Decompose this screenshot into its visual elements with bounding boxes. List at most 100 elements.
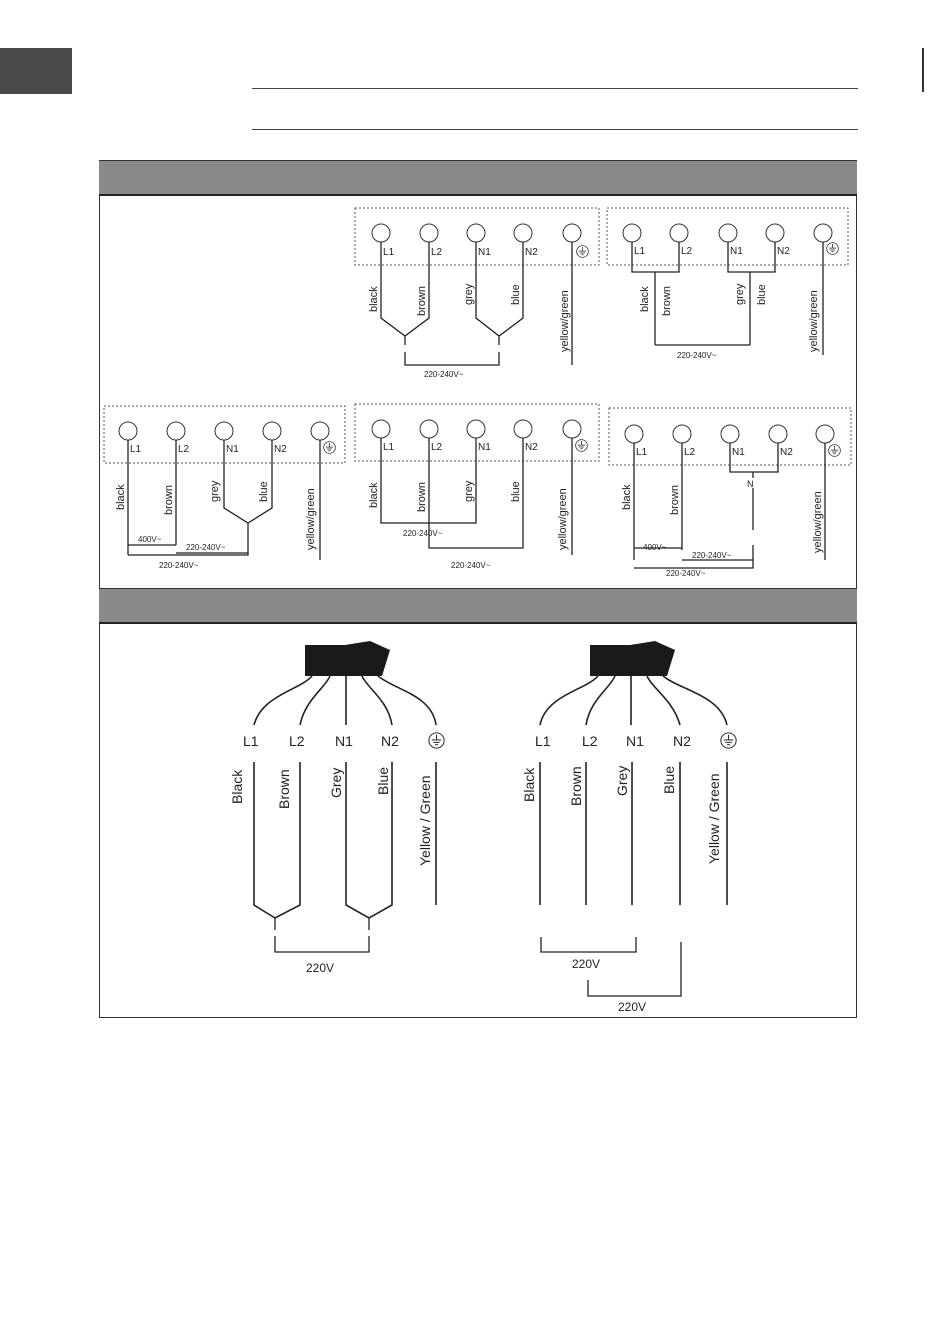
label-n2: N2: [780, 447, 793, 458]
earth-icon: [720, 732, 737, 749]
wire-grey: grey: [463, 480, 475, 502]
terminal-block-box: [354, 403, 600, 462]
label-l2: L2: [289, 733, 305, 749]
voltage-220-240: 220-240V~: [159, 561, 199, 570]
terminal-l1: [371, 419, 391, 439]
label-l2: L2: [431, 247, 443, 258]
wire-yellow-green: yellow/green: [812, 491, 824, 553]
terminal-pe: [813, 223, 833, 243]
label-n2: N2: [673, 733, 691, 749]
voltage-220-240: 220-240V~: [186, 543, 226, 552]
terminal-pe: [562, 419, 582, 439]
cable-diagram-b: L1 L2 N1 N2 Black Brown Grey Blue Yellow…: [521, 641, 737, 1014]
wire-yellow-green: yellow/green: [305, 488, 317, 550]
terminal-l1: [371, 223, 391, 243]
terminal-n1: [466, 419, 486, 439]
label-n2: N2: [274, 444, 287, 455]
diagram-1: L1 L2 N1 N2 black brown grey blue yellow…: [354, 207, 600, 379]
wire-brown: brown: [416, 286, 428, 316]
label-n1: N1: [730, 246, 743, 257]
earth-icon: [576, 245, 589, 258]
cable-diagram-a: L1 L2 N1 N2 Black Brown Grey Blue Yellow…: [229, 641, 445, 975]
label-n1: N1: [335, 733, 353, 749]
wire-brown: Brown: [568, 766, 584, 806]
terminal-l2: [419, 223, 439, 243]
diagram-4: L1 L2 N1 N2 black brown grey blue yellow…: [354, 403, 600, 570]
label-l1: L1: [383, 247, 395, 258]
wire-grey: grey: [734, 283, 746, 305]
terminal-l1: [118, 421, 138, 441]
voltage-220: 220V: [572, 957, 600, 971]
voltage-220-240: 220-240V~: [692, 551, 732, 560]
label-n2: N2: [381, 733, 399, 749]
wire-blue: blue: [510, 481, 522, 502]
terminal-l1: [624, 424, 644, 444]
label-l2: L2: [582, 733, 598, 749]
label-l1: L1: [383, 442, 395, 453]
rule-bottom: [252, 129, 858, 130]
terminal-l2: [672, 424, 692, 444]
terminal-n2: [262, 421, 282, 441]
diagram-2: L1 L2 N1 N2 black brown grey blue yellow…: [606, 207, 849, 360]
crop-mark: [922, 48, 924, 92]
wire-grey: grey: [209, 480, 221, 502]
voltage-220: 220V: [618, 1000, 646, 1014]
wire-yellow-green: Yellow / Green: [417, 775, 433, 866]
terminal-n1: [718, 223, 738, 243]
cable-plug-icon: [305, 641, 390, 676]
terminal-l1: [622, 223, 642, 243]
terminal-n1: [214, 421, 234, 441]
label-n1: N1: [226, 444, 239, 455]
label-n2: N2: [525, 247, 538, 258]
terminal-pe: [815, 424, 835, 444]
wire-brown: brown: [163, 485, 175, 515]
wire-blue: blue: [510, 284, 522, 305]
cable-plug-icon: [590, 641, 675, 676]
label-n: N: [747, 479, 754, 489]
wire-yellow-green: Yellow / Green: [706, 773, 722, 864]
earth-icon: [828, 444, 841, 457]
wire-black: black: [368, 482, 380, 508]
wire-blue: blue: [258, 481, 270, 502]
terminal-l2: [166, 421, 186, 441]
wire-brown: brown: [661, 286, 673, 316]
label-n2: N2: [525, 442, 538, 453]
terminal-pe: [310, 421, 330, 441]
wire-blue: Blue: [375, 767, 391, 795]
voltage-220-240: 220-240V~: [403, 529, 443, 538]
voltage-220: 220V: [306, 961, 334, 975]
terminal-block-box: [606, 207, 849, 266]
diagram-3: L1 L2 N1 N2 black brown grey blue yellow…: [103, 405, 346, 570]
voltage-220-240: 220-240V~: [677, 351, 717, 360]
terminal-n1: [720, 424, 740, 444]
wire-brown: brown: [669, 485, 681, 515]
earth-icon: [323, 441, 336, 454]
earth-icon: [575, 439, 588, 452]
wire-black: Black: [229, 769, 245, 804]
label-n1: N1: [732, 447, 745, 458]
wire-grey: Grey: [614, 766, 630, 796]
wire-black: black: [621, 484, 633, 510]
terminal-l2: [419, 419, 439, 439]
wire-blue: Blue: [661, 766, 677, 794]
wire-black: black: [115, 484, 127, 510]
terminal-l2: [669, 223, 689, 243]
earth-icon: [428, 732, 445, 749]
label-n2: N2: [777, 246, 790, 257]
terminal-n2: [765, 223, 785, 243]
label-l1: L1: [535, 733, 551, 749]
wire-blue: blue: [756, 284, 768, 305]
wire-yellow-green: yellow/green: [808, 290, 820, 352]
wire-grey: grey: [463, 283, 475, 305]
label-l2: L2: [178, 444, 190, 455]
terminal-block-box: [103, 405, 346, 464]
label-l1: L1: [130, 444, 142, 455]
voltage-400: 400V~: [643, 543, 667, 552]
label-n1: N1: [478, 247, 491, 258]
wire-black: Black: [521, 767, 537, 802]
diagram-5: L1 L2 N1 N2 N black brown yellow/green 4…: [608, 407, 852, 578]
terminal-n2: [513, 419, 533, 439]
label-n1: N1: [626, 733, 644, 749]
voltage-400: 400V~: [138, 535, 162, 544]
